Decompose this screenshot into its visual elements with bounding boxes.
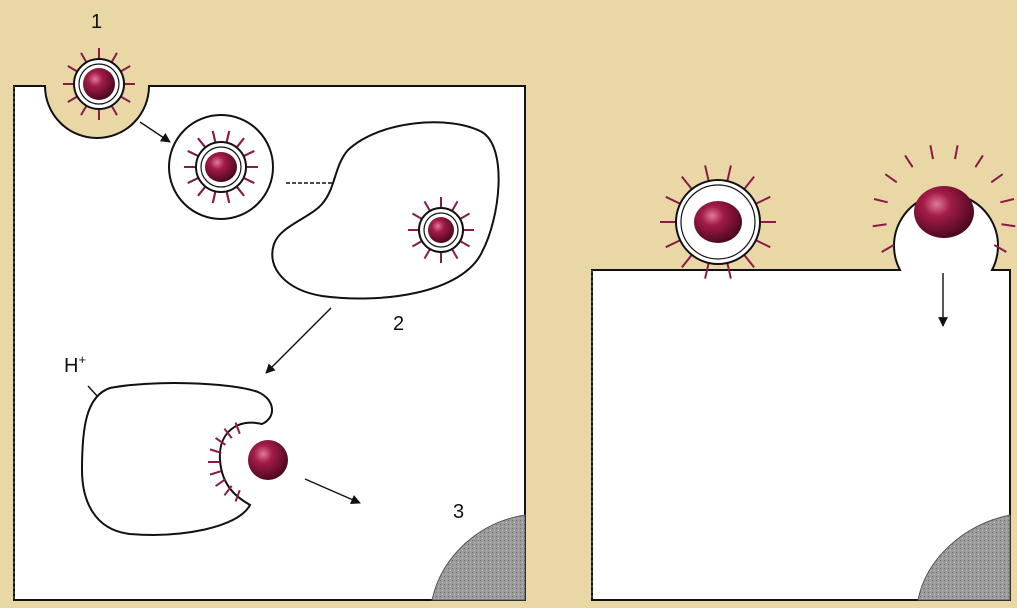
viral-capsid — [694, 201, 742, 243]
virus-fusing — [914, 186, 974, 238]
released-capsid — [248, 440, 288, 480]
viral-capsid — [428, 217, 454, 243]
viral-capsid — [248, 440, 288, 480]
viral-capsid — [914, 186, 974, 238]
label-step-2: 2 — [393, 313, 404, 335]
viral-capsid — [83, 68, 115, 100]
label-step-3: 3 — [453, 501, 464, 523]
label-step-1: 1 — [91, 11, 102, 33]
proton-symbol: H — [64, 355, 78, 377]
viral-capsid — [205, 152, 237, 182]
proton-charge: + — [78, 352, 86, 367]
